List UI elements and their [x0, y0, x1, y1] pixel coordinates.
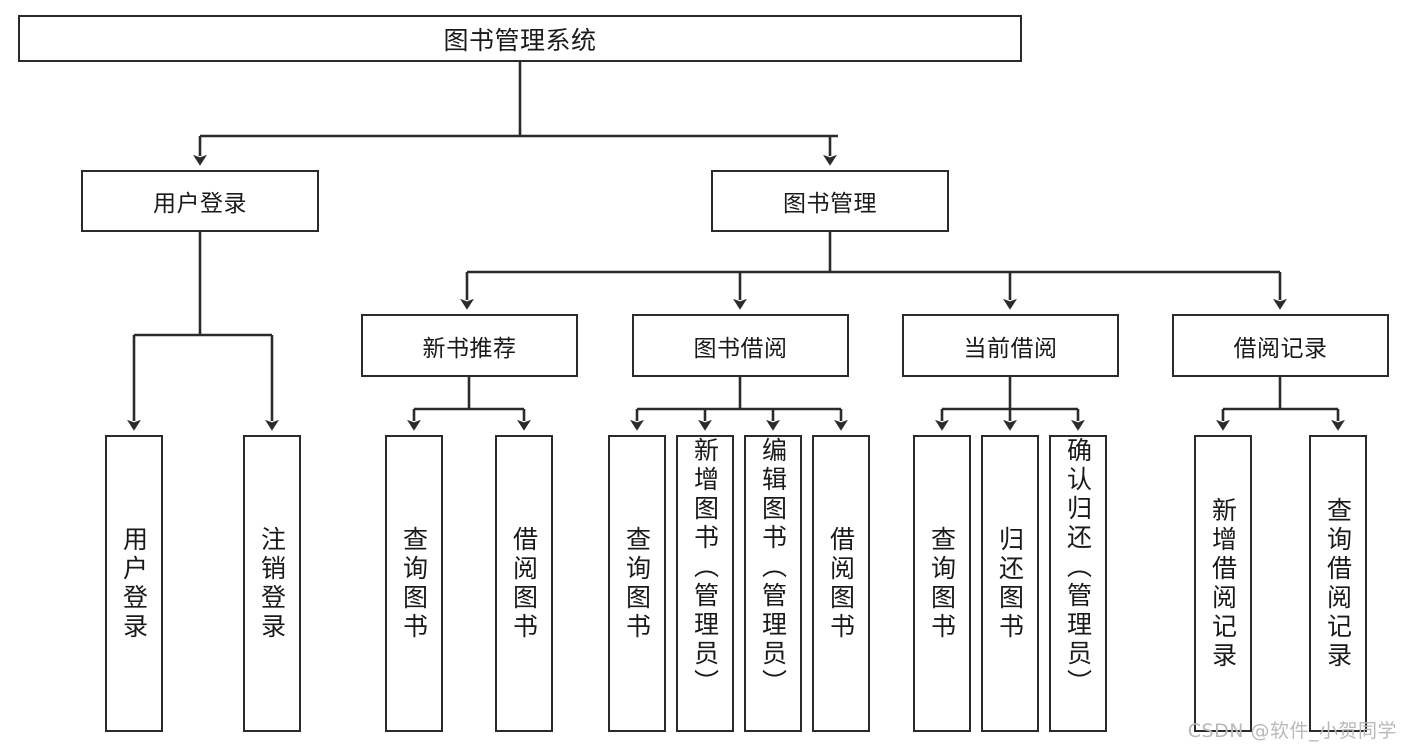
node-label: 查询图书 [622, 525, 652, 642]
leaf-query-book-recommend[interactable]: 查询图书 [385, 435, 443, 732]
node-label: 图书管理系统 [443, 25, 597, 55]
node-borrow-record[interactable]: 借阅记录 [1172, 314, 1389, 377]
node-label: 查询图书 [927, 525, 957, 642]
watermark: CSDN @软件_小贺同学 [1187, 720, 1397, 742]
node-label: 用户登录 [119, 525, 149, 642]
node-label: 新增图书（管理员） [690, 437, 720, 698]
leaf-borrow-book[interactable]: 借阅图书 [812, 435, 870, 732]
leaf-borrow-book-recommend[interactable]: 借阅图书 [495, 435, 553, 732]
node-label: 查询借阅记录 [1323, 496, 1353, 671]
node-book-borrow[interactable]: 图书借阅 [632, 314, 849, 377]
node-label: 图书借阅 [693, 335, 788, 362]
node-label: 新增借阅记录 [1208, 496, 1238, 671]
node-label: 当前借阅 [963, 335, 1058, 362]
node-label: 借阅记录 [1233, 335, 1328, 362]
node-label: 编辑图书（管理员） [758, 437, 788, 698]
node-label: 图书管理 [783, 191, 877, 217]
node-label: 用户登录 [153, 191, 247, 217]
leaf-user-login[interactable]: 用户登录 [105, 435, 163, 732]
node-label: 确认归还（管理员） [1063, 437, 1093, 698]
node-label: 新书推荐 [422, 335, 517, 362]
node-user-login[interactable]: 用户登录 [81, 170, 319, 232]
node-label: 借阅图书 [509, 525, 539, 642]
leaf-query-borrow-record[interactable]: 查询借阅记录 [1309, 435, 1367, 732]
node-new-book-recommend[interactable]: 新书推荐 [361, 314, 578, 377]
leaf-logout[interactable]: 注销登录 [243, 435, 301, 732]
leaf-query-book-current[interactable]: 查询图书 [913, 435, 971, 732]
leaf-query-book-borrow[interactable]: 查询图书 [608, 435, 666, 732]
node-label: 归还图书 [995, 525, 1025, 642]
leaf-return-book[interactable]: 归还图书 [981, 435, 1039, 732]
node-book-management[interactable]: 图书管理 [711, 170, 949, 232]
leaf-edit-book-admin[interactable]: 编辑图书（管理员） [744, 435, 802, 732]
node-label: 注销登录 [257, 525, 287, 642]
node-label: 查询图书 [399, 525, 429, 642]
node-root-system[interactable]: 图书管理系统 [18, 15, 1022, 62]
leaf-add-borrow-record[interactable]: 新增借阅记录 [1194, 435, 1252, 732]
node-label: 借阅图书 [826, 525, 856, 642]
node-current-borrow[interactable]: 当前借阅 [902, 314, 1119, 377]
leaf-add-book-admin[interactable]: 新增图书（管理员） [676, 435, 734, 732]
leaf-confirm-return-admin[interactable]: 确认归还（管理员） [1049, 435, 1107, 732]
